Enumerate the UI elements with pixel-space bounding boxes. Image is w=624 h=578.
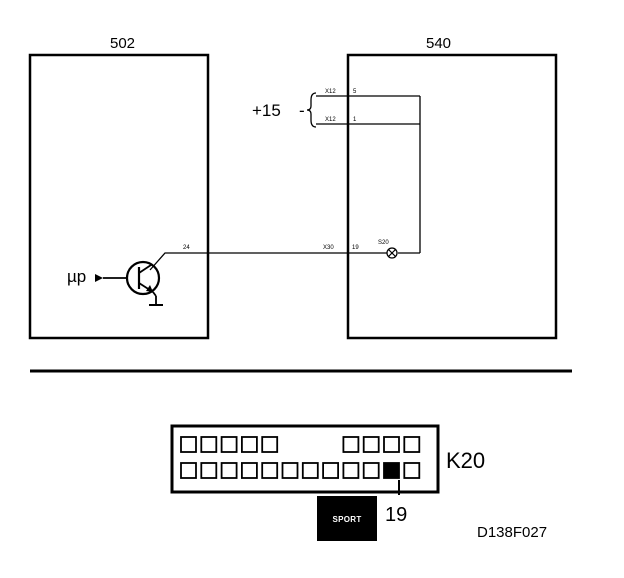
supply-label: +15: [252, 101, 281, 120]
connector-pin-top: [403, 436, 421, 453]
terminal-top-label: X12: [325, 89, 336, 95]
connector-pin-top: [220, 436, 238, 453]
connector-pin-top: [362, 436, 380, 453]
connector-pin-highlighted: [383, 462, 400, 479]
sport-button-icon: SPORT: [317, 496, 377, 541]
connector-pin-bottom: [301, 462, 319, 479]
figure-code: D138F027: [477, 524, 547, 541]
highlighted-pin-label: 19: [385, 504, 407, 526]
module-502: 502: [28, 35, 210, 340]
signal-terminal-label: X30: [323, 245, 334, 251]
connector-pin-bottom: [180, 462, 197, 479]
connector-pin-top: [240, 436, 258, 453]
output-pin-label: 24: [183, 245, 190, 251]
transistor-icon: [125, 260, 161, 296]
connector-pin-bottom: [220, 462, 238, 479]
sport-label: SPORT: [332, 515, 361, 524]
supply-dash: -: [299, 101, 305, 120]
connector-k20: K20 19: [170, 424, 485, 526]
pin-top-label: 5: [353, 89, 357, 95]
connector-pin-top: [200, 436, 218, 453]
connector-body: [170, 424, 440, 494]
connector-label: K20: [446, 448, 485, 473]
connector-pin-bottom: [322, 462, 340, 479]
connector-pins: [180, 436, 421, 479]
module-502-label: 502: [110, 35, 135, 52]
transistor-symbol: µp: [67, 260, 163, 306]
lamp-label: S20: [378, 240, 389, 246]
connector-pin-bottom: [342, 462, 360, 479]
signal-pin-label: 19: [352, 245, 359, 251]
connector-pin-bottom: [261, 462, 279, 479]
module-540-label: 540: [426, 35, 451, 52]
input-arrow-icon: [95, 274, 103, 282]
connector-pin-bottom: [362, 462, 380, 479]
connector-pin-top: [261, 436, 279, 453]
lamp-s20: S20: [378, 240, 398, 259]
supply-plus15: +15 - X12 5 X12 1: [252, 89, 420, 128]
connector-pin-bottom: [200, 462, 218, 479]
terminal-bottom-label: X12: [325, 117, 336, 123]
connector-pin-top: [180, 436, 197, 453]
connector-pin-top: [383, 436, 400, 453]
connector-pin-top: [342, 436, 360, 453]
signal-wire: 24 X30 19: [149, 245, 387, 271]
microprocessor-label: µp: [67, 267, 86, 286]
connector-pin-bottom: [403, 462, 421, 479]
connector-pin-bottom: [281, 462, 299, 479]
module-540: 540: [346, 35, 558, 340]
pin-bottom-label: 1: [353, 117, 357, 123]
supply-brace: [306, 92, 317, 128]
connector-pin-bottom: [240, 462, 258, 479]
